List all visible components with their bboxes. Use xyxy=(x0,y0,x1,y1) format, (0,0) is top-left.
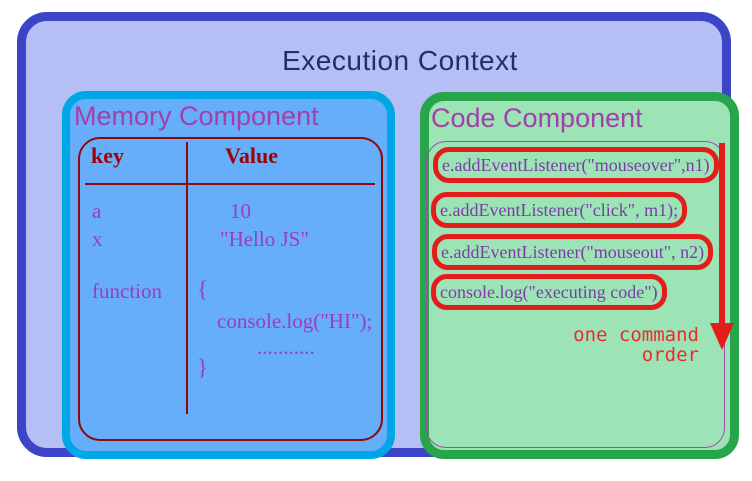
code-component-title: Code Component xyxy=(431,103,643,133)
code-line-3: e.addEventListener("mouseout", n2) xyxy=(441,242,705,262)
table-header-value: Value xyxy=(225,143,278,168)
memory-table: key Value a 10 x "Hello JS" function { c… xyxy=(78,137,383,441)
execution-order-arrow-line xyxy=(719,143,725,325)
execution-order-label-line1: one command xyxy=(573,324,699,346)
code-component-box: Code Component e.addEventListener("mouse… xyxy=(420,92,739,459)
function-body-dots: ........... xyxy=(257,335,315,359)
table-key-function: function xyxy=(92,279,162,303)
table-column-divider xyxy=(186,142,188,414)
code-line-highlight-4: console.log("executing code") xyxy=(431,274,667,310)
function-body-line: console.log("HI"); xyxy=(217,309,373,333)
code-line-highlight-2: e.addEventListener("click", m1); xyxy=(431,192,688,228)
code-line-highlight-1: e.addEventListener("mouseover",n1) xyxy=(433,147,719,183)
execution-order-arrow-head xyxy=(710,323,734,350)
function-close-brace: } xyxy=(197,355,209,380)
memory-component-box: Memory Component key Value a 10 x "Hello… xyxy=(62,91,395,459)
table-value-a: 10 xyxy=(230,199,251,223)
code-line-4: console.log("executing code") xyxy=(440,282,658,302)
function-open-brace: { xyxy=(197,277,209,302)
code-line-highlight-3: e.addEventListener("mouseout", n2) xyxy=(432,234,714,270)
table-key-a: a xyxy=(92,199,102,223)
table-header-divider xyxy=(85,183,375,185)
execution-context-box: Execution Context Memory Component key V… xyxy=(17,12,739,459)
table-header-key: key xyxy=(91,143,124,168)
execution-order-label-line2: order xyxy=(641,344,699,366)
table-value-x: "Hello JS" xyxy=(220,227,309,251)
diagram-title: Execution Context xyxy=(282,45,518,76)
code-line-1: e.addEventListener("mouseover",n1) xyxy=(442,155,710,175)
code-line-2: e.addEventListener("click", m1); xyxy=(440,200,679,220)
table-key-x: x xyxy=(92,227,103,251)
memory-component-title: Memory Component xyxy=(74,101,319,131)
